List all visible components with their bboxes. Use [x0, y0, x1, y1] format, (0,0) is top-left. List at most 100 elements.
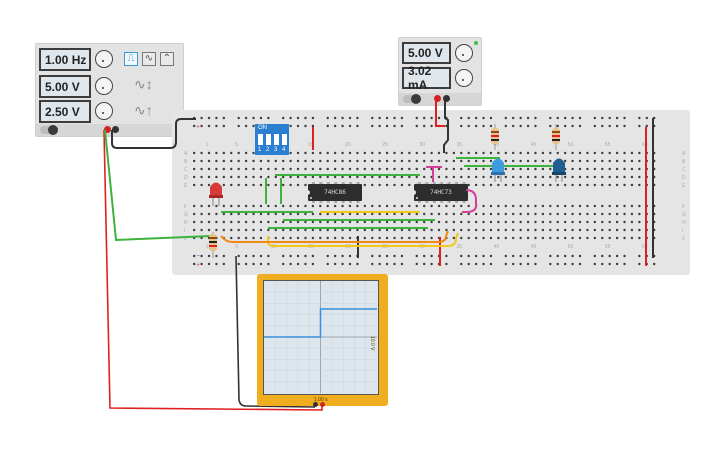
hole	[222, 183, 226, 187]
led-dark-blue[interactable]	[552, 158, 566, 183]
wire-fgen-red-to-scope[interactable]	[103, 129, 323, 411]
hole	[578, 236, 582, 240]
pin1-marker	[416, 197, 418, 199]
positive-terminal[interactable]	[434, 95, 441, 102]
row-label: A	[682, 151, 686, 157]
hole	[192, 151, 196, 155]
hole	[608, 204, 611, 208]
chip-74hc86[interactable]: 74HC86	[307, 184, 362, 201]
resistor-top-1[interactable]	[491, 124, 499, 150]
hole	[192, 175, 196, 179]
hole	[519, 183, 522, 187]
dip-switch-4[interactable]	[282, 134, 287, 145]
rail-hole	[645, 116, 648, 120]
voltage-knob[interactable]	[455, 44, 473, 62]
hole	[252, 175, 255, 179]
negative-terminal[interactable]	[112, 126, 119, 133]
hole	[385, 212, 389, 216]
rail-hole	[578, 116, 582, 120]
rail-hole	[259, 116, 263, 120]
scope-negative-terminal[interactable]	[313, 402, 318, 407]
current-knob[interactable]	[455, 69, 473, 87]
rail-hole	[549, 254, 552, 258]
hole	[415, 159, 418, 163]
hole	[200, 167, 203, 171]
rail-hole	[482, 116, 485, 120]
wire-orange[interactable]	[220, 230, 449, 243]
sine-wave-button[interactable]: ∿	[142, 52, 156, 66]
hole	[534, 220, 537, 224]
oscilloscope[interactable]: 1.00 s 10.0 V	[257, 274, 388, 407]
wire-fgen-black[interactable]	[111, 118, 196, 149]
square-wave-button[interactable]: ⎍	[124, 52, 138, 66]
rail-hole	[549, 116, 552, 120]
hole	[608, 236, 611, 240]
rail-hole	[549, 262, 552, 266]
hole	[482, 220, 485, 224]
dc-offset-knob[interactable]	[95, 102, 113, 120]
wire-magenta-loop[interactable]	[462, 189, 477, 213]
hole	[378, 236, 381, 240]
rail-hole	[252, 262, 255, 266]
hole	[304, 151, 307, 155]
rail-hole	[430, 116, 433, 120]
dip-switch-3[interactable]	[274, 134, 279, 145]
hole	[445, 220, 448, 224]
amplitude-knob[interactable]	[95, 77, 113, 95]
hole	[282, 236, 285, 240]
hole	[601, 204, 604, 208]
hole	[578, 175, 582, 179]
hole	[519, 151, 522, 155]
dip-switch-2[interactable]	[266, 134, 271, 145]
led-light-blue[interactable]	[491, 158, 505, 183]
wire-psu-red[interactable]	[435, 100, 445, 127]
rail-hole	[519, 254, 522, 258]
hole	[348, 167, 352, 171]
power-toggle[interactable]	[403, 94, 421, 104]
dip-switch-1[interactable]	[258, 134, 263, 145]
resistor-top-2[interactable]	[552, 124, 560, 150]
hole	[192, 159, 196, 163]
frequency-knob[interactable]	[95, 50, 113, 68]
hole	[259, 212, 263, 216]
dip-switch[interactable]: ON 1 2 3 4	[255, 124, 289, 155]
wire-fgen-green[interactable]	[104, 129, 212, 242]
wire-scope-black[interactable]	[235, 255, 316, 408]
hole	[541, 212, 545, 216]
hole	[452, 204, 456, 208]
hole	[474, 151, 478, 155]
rail-hole	[445, 254, 448, 258]
function-generator[interactable]: 1.00 Hz 5.00 V 2.50 V ⎍ ∿ ⌃ ∿↕ ∿↑	[35, 43, 184, 137]
hole	[341, 167, 344, 171]
wire-psu-black[interactable]	[443, 100, 449, 153]
hole	[467, 175, 470, 179]
power-toggle[interactable]	[40, 125, 58, 135]
rail-hole	[393, 262, 396, 266]
hole	[467, 204, 470, 208]
rail-hole	[304, 254, 307, 258]
hole	[571, 220, 574, 224]
rail-hole	[460, 124, 463, 128]
positive-terminal[interactable]	[104, 126, 111, 133]
hole	[311, 204, 315, 208]
hole	[244, 212, 248, 216]
led-red[interactable]	[209, 182, 223, 207]
wire-yellow-loop[interactable]	[267, 232, 459, 247]
hole	[534, 151, 537, 155]
row-label: B	[184, 159, 188, 165]
row-label: I	[184, 228, 185, 234]
resistor-bottom[interactable]	[209, 232, 217, 258]
hole	[608, 175, 611, 179]
rail-hole	[578, 254, 582, 258]
negative-terminal[interactable]	[443, 95, 450, 102]
scope-positive-terminal[interactable]	[320, 402, 325, 407]
rail-hole	[289, 262, 292, 266]
hole	[489, 228, 493, 232]
power-supply[interactable]: 5.00 V 3.02 mA	[398, 37, 482, 106]
chip-74hc73[interactable]: 74HC73	[413, 184, 468, 201]
triangle-wave-button[interactable]: ⌃	[160, 52, 174, 66]
rail-hole	[460, 116, 463, 120]
hole	[252, 167, 255, 171]
rail-hole	[252, 116, 255, 120]
